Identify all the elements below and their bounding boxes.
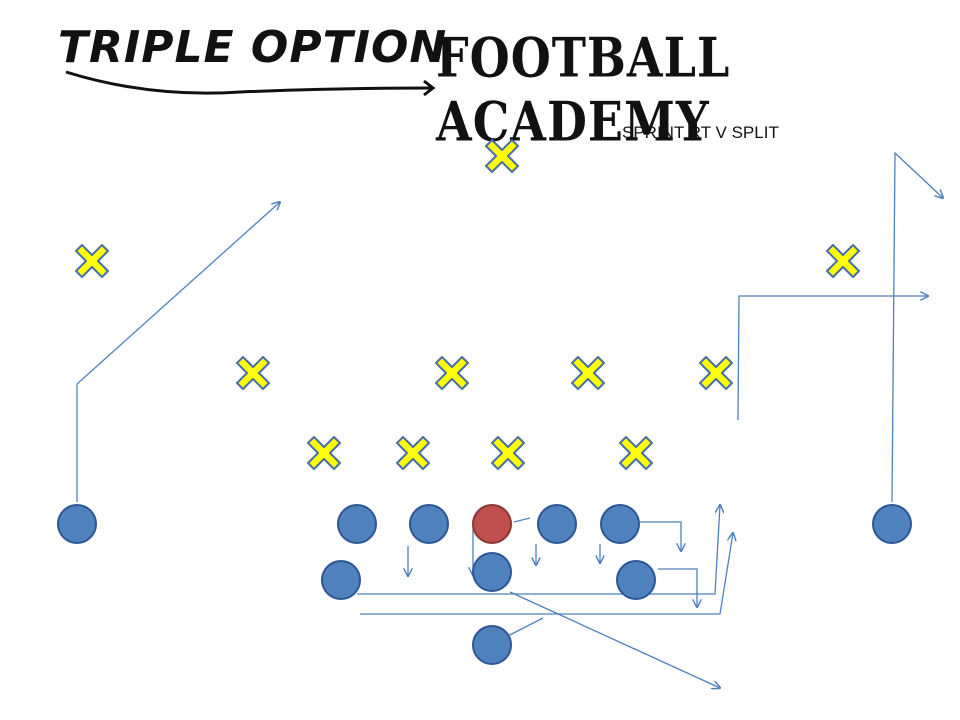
defender-x-icon — [396, 436, 430, 470]
route-c-line — [513, 517, 531, 523]
brand-triple-option-logo: TRIPLE OPTION — [58, 22, 448, 73]
defender-x-icon — [571, 356, 605, 390]
route-right-wr — [891, 151, 943, 503]
defender-x-icon — [485, 139, 519, 173]
offensive-player-icon — [537, 504, 577, 544]
brand-football-academy-logo: FOOTBALL ACADEMY — [436, 26, 731, 154]
route-mesh — [360, 533, 733, 615]
offensive-player-icon — [321, 560, 361, 600]
defender-x-icon — [699, 356, 733, 390]
defender-x-icon — [826, 244, 860, 278]
offensive-player-icon — [616, 560, 656, 600]
offense — [57, 504, 912, 665]
route-left-te-drag — [357, 505, 720, 595]
route-right-slot-corner — [737, 296, 928, 421]
route-rt-step — [640, 521, 681, 551]
route-lines — [76, 151, 943, 688]
defender-x-icon — [236, 356, 270, 390]
defender-x-icon — [619, 436, 653, 470]
defender-x-icon — [491, 436, 525, 470]
route-tail-sprint — [509, 591, 720, 688]
offensive-player-icon — [472, 552, 512, 592]
offensive-player-icon — [337, 504, 377, 544]
center-player-icon — [472, 504, 512, 544]
brand-swoosh-icon — [65, 70, 436, 97]
offensive-player-icon — [872, 504, 912, 544]
offensive-player-icon — [600, 504, 640, 544]
brand-header: TRIPLE OPTION FOOTBALL ACADEMY — [0, 0, 960, 153]
route-left-wr — [76, 202, 280, 502]
route-wing-step — [658, 568, 697, 607]
play-title: SPRINT RT V SPLIT — [622, 123, 779, 142]
offensive-player-icon — [409, 504, 449, 544]
defender-x-icon — [435, 356, 469, 390]
defense — [75, 139, 860, 470]
offensive-player-icon — [57, 504, 97, 544]
defender-x-icon — [307, 436, 341, 470]
offensive-player-icon — [472, 625, 512, 665]
defender-x-icon — [75, 244, 109, 278]
